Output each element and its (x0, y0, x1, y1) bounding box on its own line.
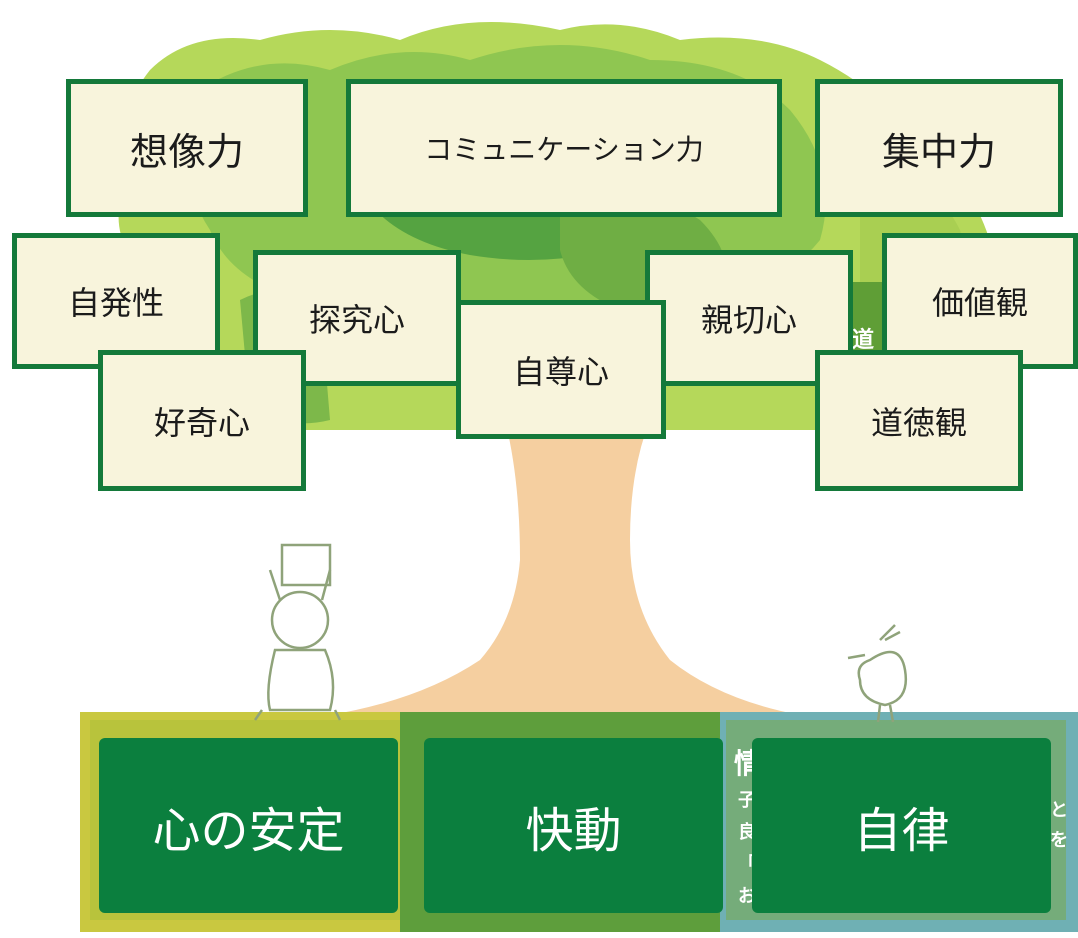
card-communication: コミュニケーション力 (346, 79, 782, 217)
card-concentration: 集中力 (815, 79, 1063, 217)
background-text-fragment: お (738, 886, 756, 907)
card-curiosity: 好奇心 (98, 350, 306, 491)
foundation-pleasant-movement: 快動 (424, 738, 723, 913)
card-label: 好奇心 (153, 403, 250, 442)
foundation-label: 自律 (853, 802, 950, 859)
background-text-fragment: 良 (738, 822, 756, 843)
bird-illustration (847, 624, 908, 723)
background-text-fragment: と (1050, 800, 1068, 821)
background-text-fragment: を (1050, 830, 1068, 851)
card-values: 価値観 (882, 233, 1078, 369)
card-label: 価値観 (931, 284, 1028, 322)
foundation-label: 快動 (525, 802, 622, 859)
child-illustration (253, 543, 342, 721)
card-label: 想像力 (129, 129, 244, 174)
card-label: コミュニケーション力 (424, 133, 704, 166)
card-label: 道徳観 (870, 403, 967, 442)
card-label: 自発性 (67, 284, 164, 322)
card-morality: 道徳観 (815, 350, 1023, 491)
card-initiative: 自発性 (12, 233, 220, 369)
background-text-fragment: 子 (738, 790, 756, 811)
card-imagination: 想像力 (66, 79, 308, 217)
foundation-autonomy: 自律 (752, 738, 1051, 913)
card-label: 探究心 (308, 301, 405, 339)
card-label: 自尊心 (512, 352, 609, 391)
background-text-fragment: 「 (738, 854, 756, 875)
tree-trunk (330, 420, 800, 715)
foundation-emotional-stability: 心の安定 (99, 738, 398, 913)
foundation-label: 心の安定 (152, 802, 345, 859)
card-label: 親切心 (700, 301, 797, 339)
card-self-esteem: 自尊心 (456, 300, 666, 439)
background-text-fragment: 道 (852, 328, 875, 353)
card-label: 集中力 (881, 129, 996, 174)
